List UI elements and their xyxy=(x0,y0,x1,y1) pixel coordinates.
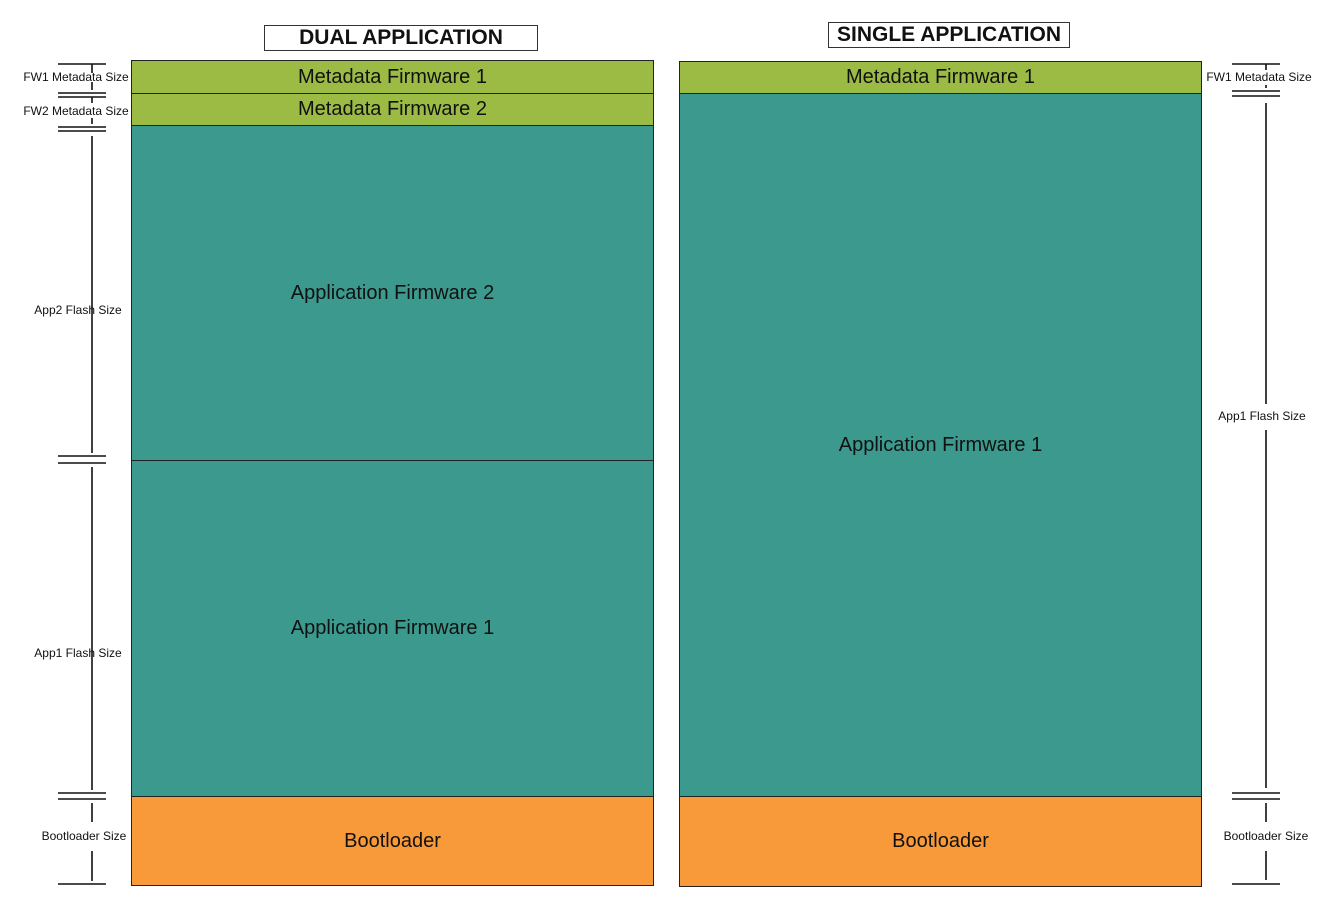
dual-application-firmware-1-label: Application Firmware 1 xyxy=(290,617,495,639)
dual-app2-flash-size-label: App2 Flash Size xyxy=(34,303,122,317)
dual-metadata-firmware-2-label: Metadata Firmware 2 xyxy=(298,98,487,120)
dual-fw1-metadata-size-label: FW1 Metadata Size xyxy=(23,70,129,84)
single-bootloader-label: Bootloader xyxy=(892,830,989,852)
single-application-firmware-1: Application Firmware 1 xyxy=(679,93,1202,797)
single-application-firmware-1-label: Application Firmware 1 xyxy=(838,433,1043,456)
single-fw1-metadata-size-label: FW1 Metadata Size xyxy=(1206,70,1312,84)
single-app1-flash-size-label: App1 Flash Size xyxy=(1218,409,1306,423)
dual-application-firmware-2: Application Firmware 2 xyxy=(131,125,654,461)
dual-application-firmware-1: Application Firmware 1 xyxy=(131,460,654,797)
single-dimension-marks xyxy=(1232,63,1280,885)
dual-bootloader-size-label: Bootloader Size xyxy=(41,829,127,843)
dual-dimension-marks xyxy=(58,63,106,885)
dual-metadata-firmware-1: Metadata Firmware 1 xyxy=(131,60,654,94)
single-bootloader: Bootloader xyxy=(679,796,1202,887)
dual-bootloader: Bootloader xyxy=(131,796,654,886)
dual-bootloader-label: Bootloader xyxy=(344,829,441,852)
single-application-title: SINGLE APPLICATION xyxy=(828,22,1070,48)
dual-application-title: DUAL APPLICATION xyxy=(264,25,538,51)
single-bootloader-size-label: Bootloader Size xyxy=(1223,829,1309,843)
dual-app1-flash-size-label: App1 Flash Size xyxy=(34,646,122,660)
dual-fw2-metadata-size-label: FW2 Metadata Size xyxy=(23,104,129,118)
single-metadata-firmware-1-label: Metadata Firmware 1 xyxy=(846,66,1035,88)
dual-application-firmware-2-label: Application Firmware 2 xyxy=(290,281,495,304)
dual-metadata-firmware-1-label: Metadata Firmware 1 xyxy=(298,65,487,88)
